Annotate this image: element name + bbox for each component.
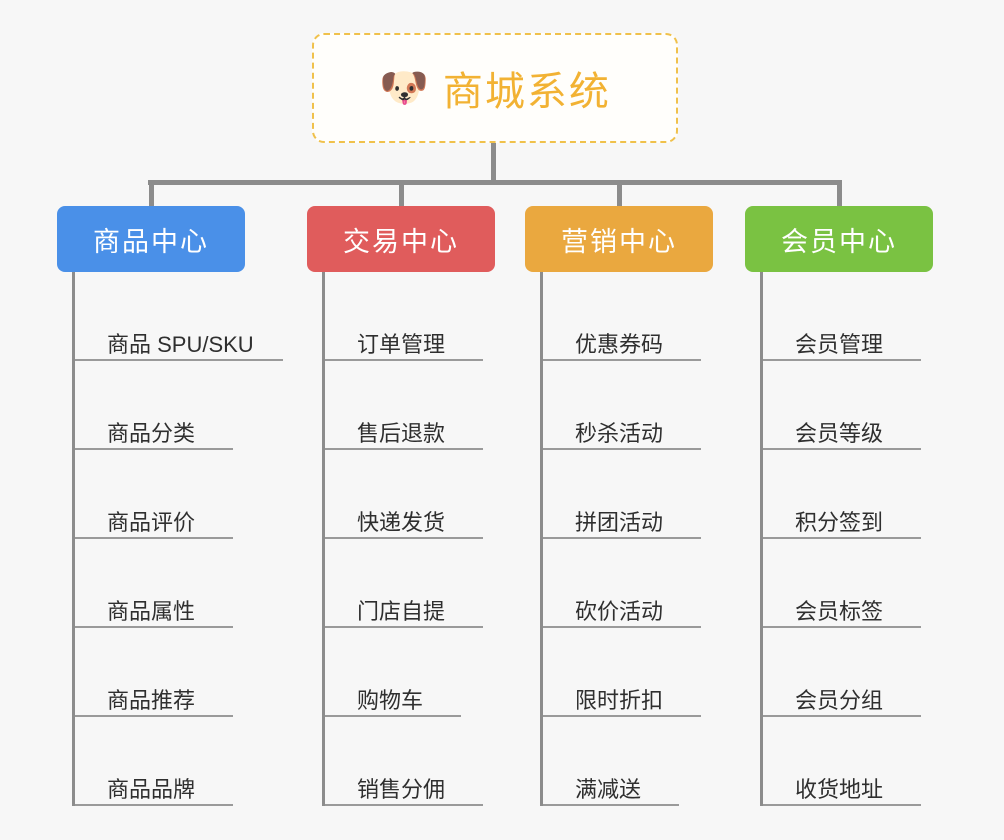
leaf-label: 积分签到 — [795, 509, 884, 535]
leaf-item[interactable]: 收货地址 — [763, 717, 990, 806]
leaf-underline — [543, 448, 701, 450]
leaf-label: 商品分类 — [107, 420, 196, 446]
leaf-underline — [75, 715, 233, 717]
leaf-underline — [75, 626, 233, 628]
leaf-item[interactable]: 砍价活动 — [543, 539, 770, 628]
leaf-item[interactable]: 商品属性 — [75, 539, 302, 628]
leaf-label: 订单管理 — [357, 331, 446, 357]
branch-drop-3 — [617, 180, 622, 206]
leaf-underline — [325, 626, 483, 628]
leaf-item[interactable]: 商品分类 — [75, 361, 302, 450]
branch-1: 商品中心 — [57, 206, 245, 272]
branch-drop-4 — [837, 180, 842, 206]
leaf-underline — [75, 359, 283, 361]
trunk-line — [491, 143, 496, 185]
category-label: 营销中心 — [561, 226, 677, 257]
leaf-underline — [763, 448, 921, 450]
leaf-item[interactable]: 快递发货 — [325, 450, 552, 539]
leaf-list-2: 订单管理售后退款快递发货门店自提购物车销售分佣 — [322, 272, 552, 806]
leaf-label: 收货地址 — [795, 776, 884, 802]
leaf-label: 门店自提 — [357, 598, 446, 624]
leaf-item[interactable]: 销售分佣 — [325, 717, 552, 806]
leaf-label: 商品品牌 — [107, 776, 196, 802]
leaf-item[interactable]: 商品 SPU/SKU — [75, 272, 302, 361]
leaf-label: 满减送 — [575, 776, 642, 802]
dog-face-icon: 🐶 — [379, 66, 429, 110]
category-label: 商品中心 — [93, 226, 209, 257]
root-title: 商城系统 — [442, 70, 611, 114]
leaf-item[interactable]: 商品品牌 — [75, 717, 302, 806]
category-node-3[interactable]: 营销中心 — [525, 206, 713, 272]
leaf-item[interactable]: 门店自提 — [325, 539, 552, 628]
leaf-item[interactable]: 限时折扣 — [543, 628, 770, 717]
leaf-list-1: 商品 SPU/SKU 商品分类商品评价商品属性商品推荐商品品牌 — [72, 272, 302, 806]
leaf-label: 拼团活动 — [575, 509, 664, 535]
leaf-underline — [325, 715, 461, 717]
leaf-underline — [543, 715, 701, 717]
leaf-label: 会员标签 — [795, 598, 884, 624]
leaf-underline — [763, 804, 921, 806]
leaf-label: 砍价活动 — [575, 598, 664, 624]
leaf-label: 售后退款 — [357, 420, 446, 446]
category-label: 会员中心 — [781, 226, 897, 257]
leaf-underline — [763, 359, 921, 361]
leaf-item[interactable]: 商品推荐 — [75, 628, 302, 717]
leaf-underline — [75, 537, 233, 539]
category-node-1[interactable]: 商品中心 — [57, 206, 245, 272]
category-node-4[interactable]: 会员中心 — [745, 206, 933, 272]
root-node[interactable]: 🐶 商城系统 — [312, 33, 678, 143]
leaf-underline — [325, 359, 483, 361]
leaf-label: 购物车 — [357, 687, 424, 713]
leaf-list-3: 优惠券码秒杀活动拼团活动砍价活动限时折扣满减送 — [540, 272, 770, 806]
leaf-underline — [543, 359, 701, 361]
leaf-item[interactable]: 会员分组 — [763, 628, 990, 717]
leaf-item[interactable]: 购物车 — [325, 628, 552, 717]
leaf-label: 快递发货 — [357, 509, 446, 535]
leaf-underline — [75, 804, 233, 806]
leaf-underline — [763, 537, 921, 539]
leaf-item[interactable]: 拼团活动 — [543, 450, 770, 539]
leaf-item[interactable]: 秒杀活动 — [543, 361, 770, 450]
leaf-underline — [543, 626, 701, 628]
leaf-underline — [325, 537, 483, 539]
category-node-2[interactable]: 交易中心 — [307, 206, 495, 272]
leaf-list-4: 会员管理会员等级积分签到会员标签会员分组收货地址 — [760, 272, 990, 806]
leaf-label: 会员管理 — [795, 331, 884, 357]
leaf-item[interactable]: 积分签到 — [763, 450, 990, 539]
leaf-item[interactable]: 会员标签 — [763, 539, 990, 628]
branch-3: 营销中心 — [525, 206, 713, 272]
leaf-item[interactable]: 商品评价 — [75, 450, 302, 539]
leaf-label: 优惠券码 — [575, 331, 664, 357]
leaf-label: 秒杀活动 — [575, 420, 664, 446]
leaf-underline — [543, 804, 679, 806]
leaf-underline — [543, 537, 701, 539]
leaf-label: 销售分佣 — [357, 776, 446, 802]
branch-drop-2 — [399, 180, 404, 206]
leaf-item[interactable]: 订单管理 — [325, 272, 552, 361]
leaf-label: 会员等级 — [795, 420, 884, 446]
leaf-underline — [325, 804, 483, 806]
leaf-label: 限时折扣 — [575, 687, 664, 713]
leaf-label: 会员分组 — [795, 687, 884, 713]
category-label: 交易中心 — [343, 226, 459, 257]
branch-2: 交易中心 — [307, 206, 495, 272]
branch-4: 会员中心 — [745, 206, 933, 272]
branch-drop-1 — [149, 180, 154, 206]
leaf-underline — [763, 626, 921, 628]
leaf-item[interactable]: 会员管理 — [763, 272, 990, 361]
leaf-item[interactable]: 优惠券码 — [543, 272, 770, 361]
leaf-label: 商品评价 — [107, 509, 196, 535]
leaf-underline — [763, 715, 921, 717]
leaf-underline — [75, 448, 233, 450]
leaf-label: 商品推荐 — [107, 687, 196, 713]
leaf-item[interactable]: 会员等级 — [763, 361, 990, 450]
leaf-item[interactable]: 售后退款 — [325, 361, 552, 450]
leaf-item[interactable]: 满减送 — [543, 717, 770, 806]
leaf-underline — [325, 448, 483, 450]
bus-line — [148, 180, 838, 185]
leaf-label: 商品 SPU/SKU — [107, 331, 254, 357]
leaf-label: 商品属性 — [107, 598, 196, 624]
